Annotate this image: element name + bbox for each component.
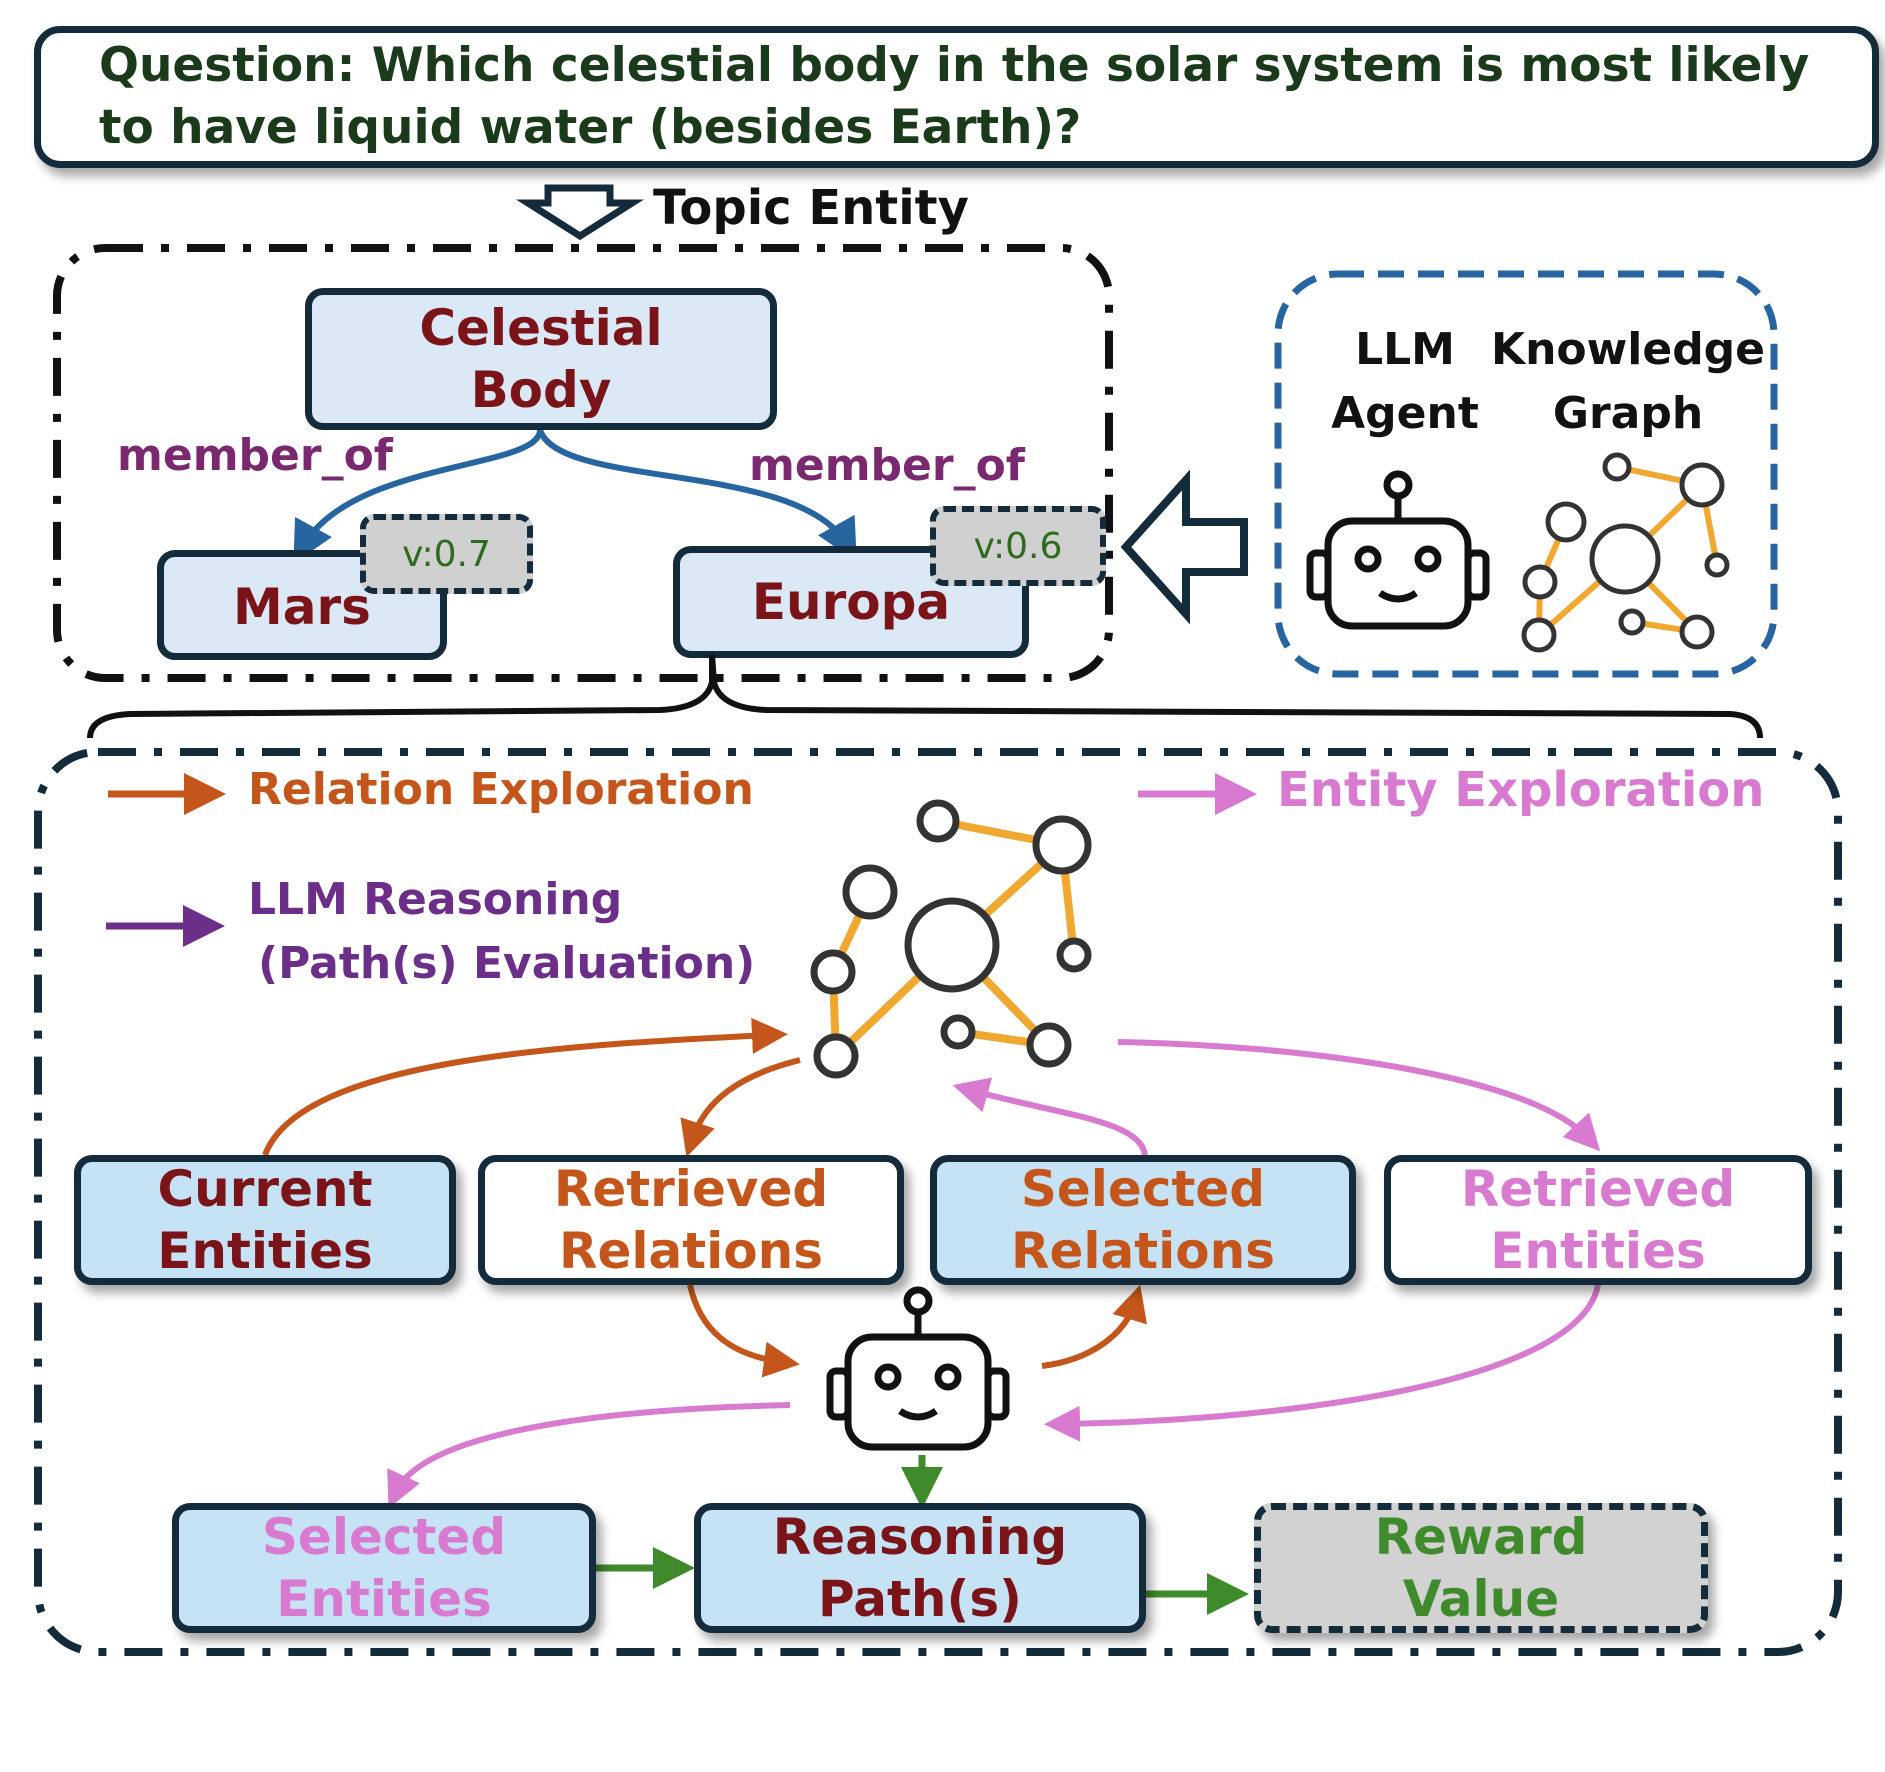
knowledge-graph-line-2: Graph	[1552, 387, 1704, 439]
question-line-2: to have liquid water (besides Earth)?	[99, 100, 1082, 155]
knowledge-graph-label: Knowledge Graph	[1488, 318, 1768, 446]
selected-entities-line-2: Entities	[276, 1570, 492, 1628]
celestial-body-line-2: Body	[470, 361, 612, 419]
legend-llm-reasoning: LLM Reasoning (Path(s) Evaluation)	[248, 868, 755, 996]
selected-relations-line-2: Relations	[1010, 1222, 1276, 1280]
selected-entities-line-1: Selected	[261, 1507, 507, 1566]
topic-entity-label: Topic Entity	[653, 180, 969, 236]
retrieved-relations-node: Retrieved Relations	[478, 1155, 904, 1285]
current-entities-line-2: Entities	[157, 1222, 373, 1280]
retrieved-relations-line-2: Relations	[558, 1222, 824, 1280]
retrieved-relations-line-1: Retrieved	[553, 1159, 829, 1218]
retrieved-entities-line-2: Entities	[1490, 1222, 1706, 1280]
celestial-body-node: Celestial Body	[305, 288, 777, 430]
selected-relations-node: Selected Relations	[930, 1155, 1356, 1285]
legend-llm-reasoning-line-2: (Path(s) Evaluation)	[258, 937, 756, 989]
reasoning-paths-line-1: Reasoning	[772, 1507, 1068, 1566]
reward-value-node: Reward Value	[1254, 1503, 1708, 1633]
retrieved-entities-node: Retrieved Entities	[1384, 1155, 1812, 1285]
llm-agent-label: LLM Agent	[1320, 318, 1490, 446]
question-line-1: Question: Which celestial body in the so…	[99, 37, 1810, 93]
europa-value: v:0.6	[973, 525, 1063, 567]
reward-value-line-2: Value	[1402, 1570, 1560, 1628]
europa-value-badge: v:0.6	[930, 506, 1106, 586]
retrieved-entities-line-1: Retrieved	[1460, 1159, 1736, 1218]
legend-entity-exploration: Entity Exploration	[1277, 762, 1765, 818]
reasoning-paths-node: Reasoning Path(s)	[694, 1503, 1146, 1633]
question-box: Question: Which celestial body in the so…	[34, 26, 1879, 168]
current-entities-line-1: Current	[157, 1159, 373, 1218]
selected-relations-line-1: Selected	[1020, 1159, 1266, 1218]
mars-label: Mars	[233, 577, 371, 636]
current-entities-node: Current Entities	[74, 1155, 456, 1285]
llm-agent-line-2: Agent	[1331, 387, 1479, 439]
edge-label-left: member_of	[117, 430, 393, 481]
reasoning-paths-line-2: Path(s)	[817, 1570, 1022, 1628]
selected-entities-node: Selected Entities	[172, 1503, 596, 1633]
mars-value: v:0.7	[402, 533, 491, 575]
europa-label: Europa	[751, 572, 951, 631]
legend-relation-exploration: Relation Exploration	[248, 764, 754, 815]
mars-value-badge: v:0.7	[360, 514, 533, 594]
llm-agent-line-1: LLM	[1355, 324, 1455, 375]
legend-llm-reasoning-line-1: LLM Reasoning	[248, 874, 623, 925]
edge-label-right: member_of	[749, 440, 1025, 491]
celestial-body-line-1: Celestial	[419, 298, 663, 357]
knowledge-graph-line-1: Knowledge	[1490, 324, 1766, 375]
reward-value-line-1: Reward	[1374, 1507, 1588, 1566]
